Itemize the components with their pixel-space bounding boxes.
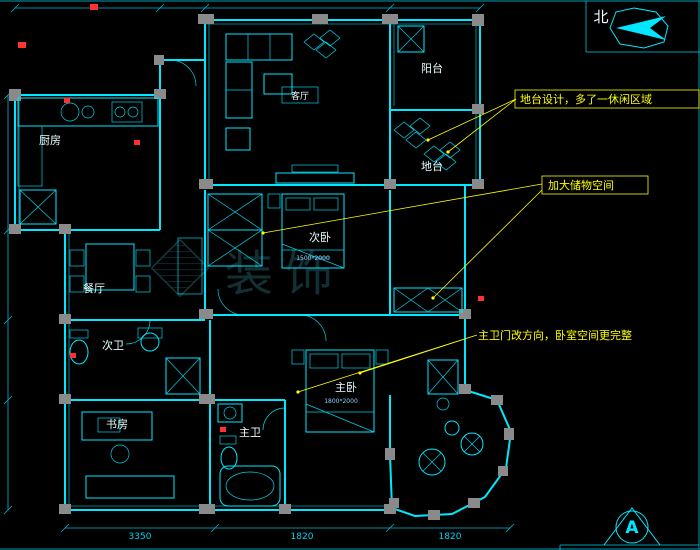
bathtub [219, 465, 281, 507]
north-arrow-icon [616, 16, 666, 40]
dresser [427, 359, 459, 411]
tv-cabinet [275, 164, 355, 184]
dimension-text: 1820 [291, 532, 314, 542]
watermark: 装饰 [150, 238, 345, 302]
annotations: 地台设计，多了一休闲区域 加大储物空间 主卫门改方向，卧室空间更完整 [261, 89, 700, 394]
section-marker: A [603, 507, 661, 546]
annotation-platform: 地台设计，多了一休闲区域 [520, 92, 652, 106]
plant [423, 141, 461, 171]
dining-table [69, 237, 203, 295]
plant [303, 29, 341, 59]
dimension-text: 3350 [129, 532, 152, 542]
red-markers [18, 4, 484, 432]
room-label-living: 客厅 [291, 90, 309, 102]
sofa [225, 33, 293, 151]
north-label: 北 [593, 8, 608, 26]
living-label-box [281, 86, 319, 104]
room-labels: 厨房 阳台 地台 客厅 餐厅 次卧 次卫 书房 主卧 主卫 1500*2000 … [39, 61, 443, 439]
toilet [219, 435, 238, 470]
room-label-platform: 地台 [421, 159, 443, 173]
watermark-logo-icon [150, 238, 210, 298]
room-label-bath2: 次卫 [102, 338, 124, 352]
annotation-storage: 加大储物空间 [548, 178, 614, 192]
bathroom-sink [217, 403, 243, 423]
washing-machine [397, 25, 425, 53]
room-label-dining: 餐厅 [83, 281, 105, 295]
plant [393, 117, 431, 149]
bed-size-label: 1800*2000 [324, 398, 358, 405]
coffee-table [263, 73, 293, 95]
round-stool [460, 432, 484, 456]
annotation-box [514, 89, 700, 109]
washing-machine [165, 357, 201, 395]
closet [393, 287, 463, 313]
room-label-master-bedroom: 主卧 [335, 381, 357, 394]
compass-octagon [609, 7, 669, 49]
round-table [444, 420, 460, 436]
room-label-bedroom2: 次卧 [309, 230, 331, 244]
wardrobe [207, 193, 263, 267]
bathroom-sink [137, 327, 163, 352]
section-marker-label: A [625, 518, 639, 538]
desk [81, 411, 153, 464]
furniture [17, 25, 484, 507]
toilet [69, 329, 89, 365]
watermark-text: 装饰 [225, 246, 345, 302]
dimension-text: 1820 [439, 532, 462, 542]
annotation-box [541, 175, 649, 195]
north-compass: 北 [593, 7, 669, 49]
annotation-master-bath: 主卫门改方向，卧室空间更完整 [478, 328, 632, 342]
bed [291, 349, 389, 433]
bed-size-label: 1500*2000 [296, 255, 330, 262]
room-label-balcony: 阳台 [421, 61, 443, 75]
fridge [19, 189, 57, 225]
room-label-kitchen: 厨房 [39, 134, 61, 147]
room-label-study: 书房 [106, 418, 128, 431]
room-label-master-bath: 主卫 [239, 426, 261, 439]
bed [267, 193, 345, 269]
bookshelf [85, 475, 175, 499]
kitchen-counter [17, 97, 159, 187]
round-stool [418, 448, 446, 476]
dimension-lines: 3350 1820 1820 [3, 3, 515, 542]
columns [9, 14, 514, 520]
